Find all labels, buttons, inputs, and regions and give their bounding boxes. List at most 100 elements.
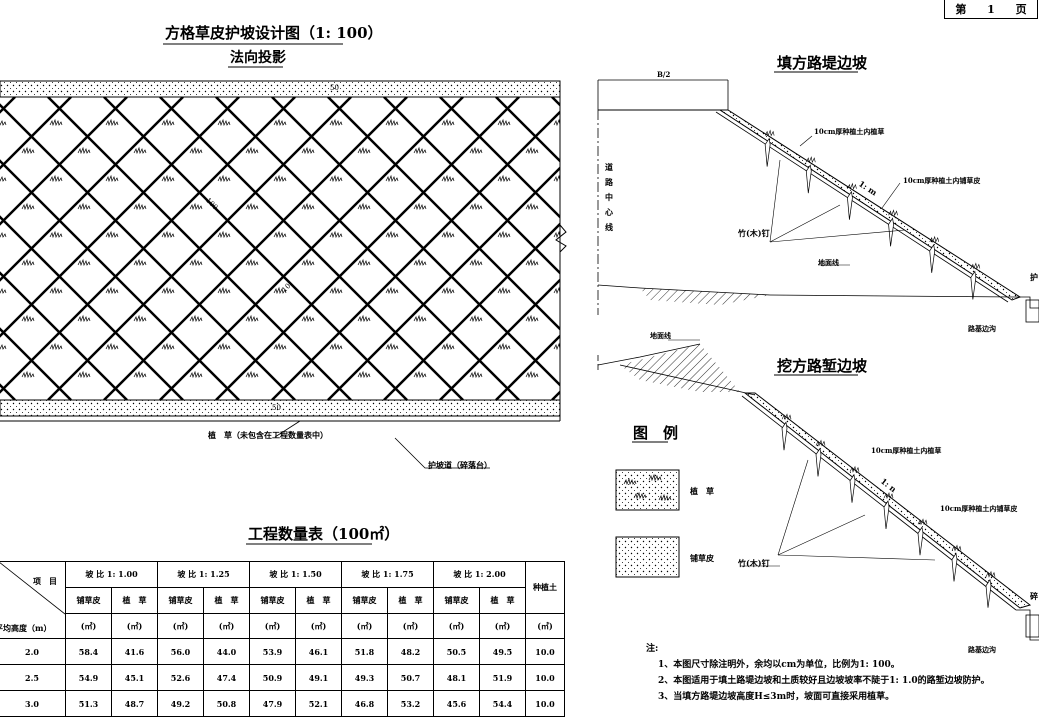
grass-tuft xyxy=(951,544,962,552)
table-cell: 49.1 xyxy=(295,664,342,691)
grass-tuft xyxy=(469,370,483,379)
grass-tuft xyxy=(0,119,7,126)
grid-line xyxy=(0,97,184,282)
cut-edge-label: 碎 xyxy=(1030,591,1038,601)
table-cell: 48.1 xyxy=(433,664,480,691)
grass-tuft xyxy=(189,258,203,267)
grass-tuft xyxy=(553,286,560,295)
nail xyxy=(929,243,936,273)
grass-tuft xyxy=(21,146,35,155)
grass-tuft xyxy=(357,314,371,323)
table-unit: (㎡) xyxy=(203,613,250,639)
grass-tuft xyxy=(413,314,427,323)
grid-line xyxy=(103,97,408,400)
grass-tuft xyxy=(77,258,91,267)
grass-tuft xyxy=(245,202,259,211)
table-cell: 50.9 xyxy=(249,664,296,691)
grass-tuft xyxy=(105,118,119,127)
note-3: 3、当填方路堤边坡高度H≤3m时，坡面可直接采用植草。 xyxy=(658,692,895,702)
table-group-header-3: 坡 比 1: 1.50 xyxy=(249,561,342,588)
table-cell-soil: 10.0 xyxy=(525,664,565,691)
fill-label-soil-grass: 10cm厚种植土内植草 xyxy=(814,127,885,136)
nail xyxy=(781,421,788,451)
grass-tuft xyxy=(413,146,427,155)
cut-excavation-section xyxy=(597,339,1039,641)
grass-tuft xyxy=(21,202,35,211)
table-cell-soil: 10.0 xyxy=(525,638,565,665)
table-cell-height: 2.5 xyxy=(0,664,66,691)
grass-tuft xyxy=(105,342,119,351)
nail xyxy=(917,526,924,556)
table-cell: 45.1 xyxy=(111,664,158,691)
grass-tuft xyxy=(764,129,775,137)
grass-tuft xyxy=(161,118,175,127)
grass-tuft xyxy=(849,465,860,473)
fill-title: 填方路堤边坡 xyxy=(777,54,868,72)
grass-tuft xyxy=(245,314,259,323)
grid-line xyxy=(495,334,560,400)
grid-line xyxy=(215,97,520,400)
grass-tuft xyxy=(658,493,672,502)
table-group-header-1: 坡 比 1: 1.00 xyxy=(65,561,158,588)
grass-tuft xyxy=(217,342,231,351)
nail xyxy=(847,190,853,220)
cut-ditch-label: 路基边沟 xyxy=(968,645,996,654)
table-cell: 56.0 xyxy=(157,638,204,665)
table-sub-sod: 铺草皮 xyxy=(341,587,388,614)
table-title: 工程数量表（100㎡） xyxy=(248,525,400,543)
grass-tuft xyxy=(413,370,427,379)
grass-tuft xyxy=(633,491,647,500)
table-cell-height: 2.0 xyxy=(0,638,66,665)
grass-tuft xyxy=(301,314,315,323)
grass-tuft xyxy=(133,258,147,267)
grass-tuft xyxy=(21,370,35,379)
main-title: 方格草皮护坡设计图（1: 100） xyxy=(165,24,383,42)
grass-tuft xyxy=(970,262,981,270)
grass-tuft xyxy=(985,570,996,578)
fill-edge-label: 护 xyxy=(1030,272,1038,282)
grass-tuft xyxy=(77,370,91,379)
grass-tuft xyxy=(525,202,539,211)
grass-tuft xyxy=(385,230,399,239)
grass-tuft xyxy=(245,146,259,155)
grass-tuft xyxy=(497,286,511,295)
table-cell: 46.1 xyxy=(295,638,342,665)
table-unit: (㎡) xyxy=(433,613,480,639)
grid-line xyxy=(720,97,1023,400)
grass-tuft xyxy=(301,202,315,211)
grass-tuft xyxy=(525,258,539,267)
cut-label-soil-grass: 10cm厚种植土内植草 xyxy=(871,446,942,455)
table-corner-diagonal xyxy=(0,562,65,615)
legend-sod-label: 铺草皮 xyxy=(690,553,714,563)
grass-tuft xyxy=(553,174,560,183)
grass-tuft xyxy=(49,230,63,239)
grass-tuft xyxy=(553,230,560,239)
grass-tuft xyxy=(497,118,511,127)
grass-tuft xyxy=(329,118,343,127)
grass-tuft xyxy=(469,258,483,267)
table-cell: 58.4 xyxy=(65,638,112,665)
table-unit: (㎡) xyxy=(295,613,342,639)
note-2: 2、本图适用于填土路堤边坡和土质较好且边坡坡率不陡于1: 1.0的路堑边坡防护。 xyxy=(658,676,990,686)
grass-tuft xyxy=(497,230,511,239)
table-cell: 52.6 xyxy=(157,664,204,691)
grass-tuft xyxy=(273,174,287,183)
table-cell: 49.3 xyxy=(341,664,388,691)
grass-tuft xyxy=(888,209,898,217)
grass-tuft xyxy=(329,230,343,239)
grass-tuft xyxy=(623,477,637,486)
grid-line xyxy=(0,215,184,400)
grass-tuft xyxy=(77,146,91,155)
table-cell: 48.2 xyxy=(387,638,434,665)
grass-tuft xyxy=(0,175,7,182)
grass-tuft xyxy=(815,439,826,447)
table-sub-grass: 植 草 xyxy=(387,587,434,614)
grass-tuft xyxy=(161,342,175,351)
grass-tuft xyxy=(0,287,7,294)
grid-dim-bottom: 50 xyxy=(272,404,281,412)
table-cell: 54.9 xyxy=(65,664,112,691)
grass-tuft xyxy=(245,258,259,267)
table-cell: 51.8 xyxy=(341,638,388,665)
grass-tuft xyxy=(385,286,399,295)
